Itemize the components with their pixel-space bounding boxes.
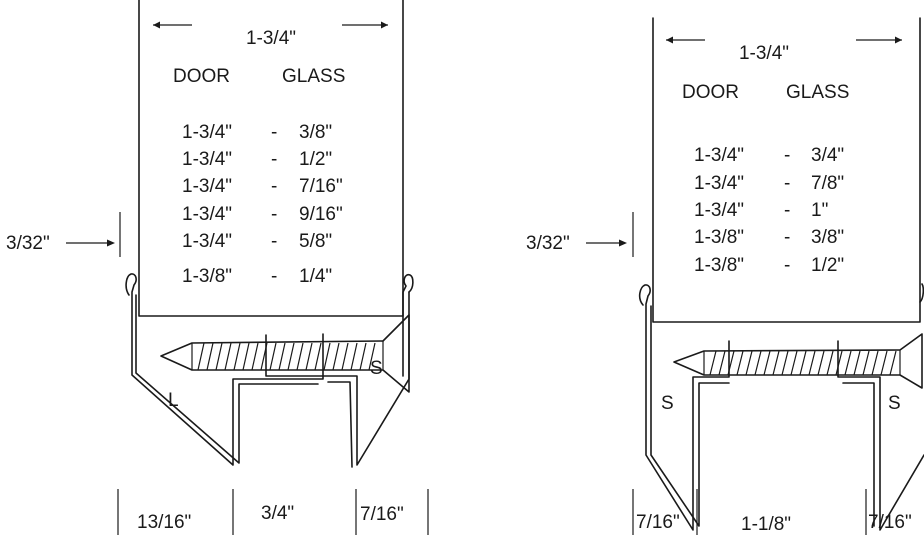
right-leg-right: S [888,393,901,414]
right-dim-1: 7/16" [636,512,680,533]
right-bead-profile [638,283,924,531]
left-dim-1: 13/16" [137,512,191,533]
left-row-glass: 3/8" [299,122,332,143]
right-size-table: 1-3/4" - 3/4" 1-3/4" - 7/8" 1-3/4" - 1" … [694,145,844,276]
right-row-door: 1-3/8" [694,255,744,276]
right-side-arrow [586,212,634,257]
left-row-door: 1-3/4" [182,231,232,252]
left-row-door: 1-3/4" [182,204,232,225]
left-row-door: 1-3/4" [182,149,232,170]
left-bead-profile [125,273,414,468]
right-width-label: 1-3/4" [739,43,789,64]
left-row-glass: 7/16" [299,176,343,197]
left-col-door: DOOR [173,66,230,87]
right-dimension-ticks [632,489,867,535]
right-screw [673,333,923,389]
right-row-glass: 3/4" [811,145,844,166]
left-dim-3: 7/16" [360,504,404,525]
right-row-door: 1-3/4" [694,200,744,221]
left-dim-2: 3/4" [261,503,294,524]
left-diagram: 1-3/4" DOOR GLASS 1-3/4" - 3/8" 1-3/4" -… [6,0,429,535]
right-width-arrow [666,36,902,44]
left-row-glass: 9/16" [299,204,343,225]
left-dimension-ticks [117,489,429,535]
right-leg-left: S [661,393,674,414]
left-row-sep: - [271,122,277,143]
left-leg-right: S [370,358,383,379]
left-row-glass: 5/8" [299,231,332,252]
right-panel [652,17,921,323]
right-diagram: 1-3/4" DOOR GLASS 1-3/4" - 3/4" 1-3/4" -… [526,17,924,535]
right-row-sep: - [784,173,790,194]
left-row-door: 1-3/8" [182,266,232,287]
left-row-sep: - [271,266,277,287]
right-row-sep: - [784,227,790,248]
left-size-table: 1-3/4" - 3/8" 1-3/4" - 1/2" 1-3/4" - 7/1… [182,122,343,287]
left-row-glass: 1/2" [299,149,332,170]
right-side-label: 3/32" [526,233,570,254]
right-row-glass: 1/2" [811,255,844,276]
left-leg-left: L [168,390,179,411]
left-width-arrow [153,21,388,29]
left-side-label: 3/32" [6,233,50,254]
right-col-glass: GLASS [786,82,849,103]
left-row-sep: - [271,204,277,225]
right-row-glass: 7/8" [811,173,844,194]
right-row-door: 1-3/8" [694,227,744,248]
left-row-sep: - [271,176,277,197]
left-screw [160,314,410,393]
left-row-sep: - [271,231,277,252]
left-panel [138,0,404,317]
right-row-sep: - [784,200,790,221]
right-row-glass: 1" [811,200,828,221]
right-row-door: 1-3/4" [694,173,744,194]
right-col-door: DOOR [682,82,739,103]
right-row-sep: - [784,255,790,276]
left-row-door: 1-3/4" [182,176,232,197]
right-row-sep: - [784,145,790,166]
left-width-label: 1-3/4" [246,28,296,49]
left-col-glass: GLASS [282,66,345,87]
right-row-glass: 3/8" [811,227,844,248]
left-row-sep: - [271,149,277,170]
left-row-door: 1-3/4" [182,122,232,143]
right-dim-2: 1-1/8" [741,514,791,535]
right-row-door: 1-3/4" [694,145,744,166]
left-side-arrow [66,212,121,257]
right-dim-3: 7/16" [868,512,912,533]
left-row-glass: 1/4" [299,266,332,287]
